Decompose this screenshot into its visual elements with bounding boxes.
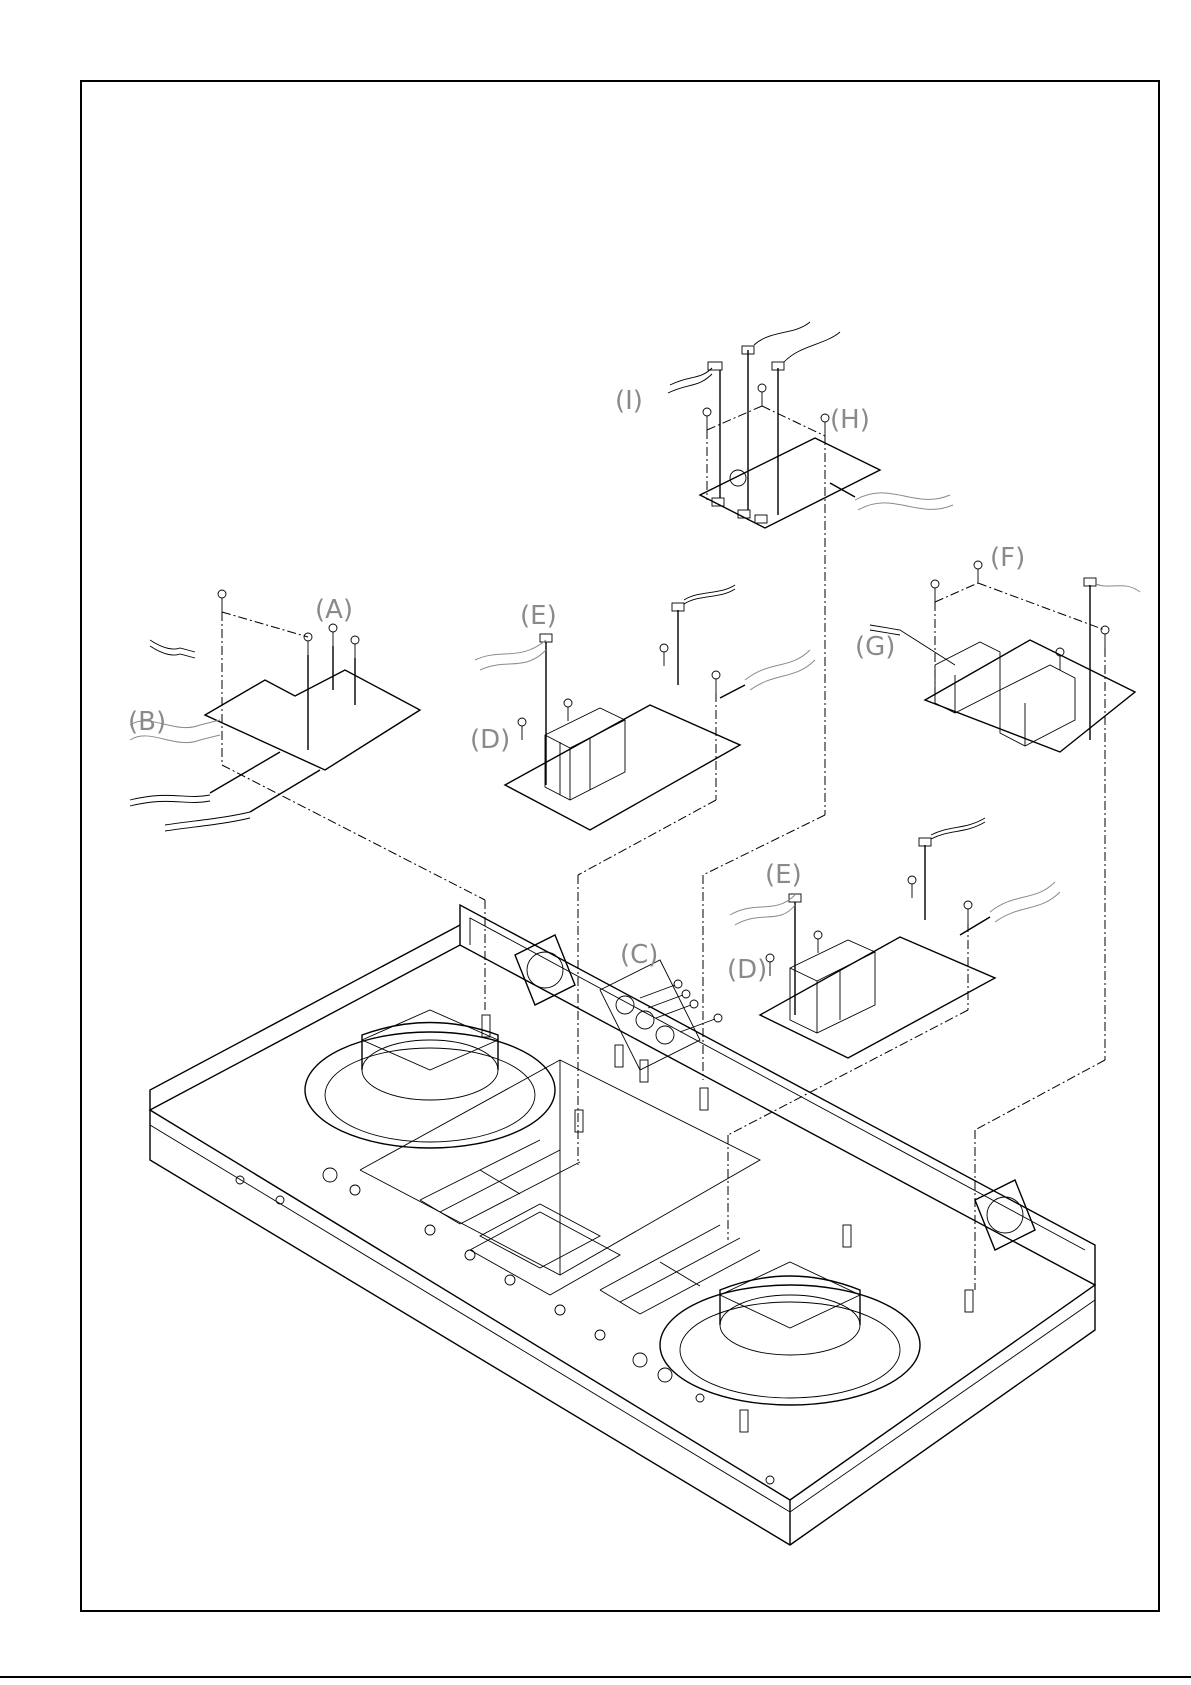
rear-fan-right <box>975 1180 1035 1250</box>
callout-g: (G) <box>855 632 895 662</box>
left-transformer <box>305 1010 555 1148</box>
callout-c: (C) <box>620 940 658 970</box>
callout-f: (F) <box>990 543 1025 573</box>
right-transformer <box>660 1262 920 1405</box>
board-d-e-left <box>475 585 815 1165</box>
callout-d-right: (D) <box>727 955 767 985</box>
callout-e-right: (E) <box>765 860 802 890</box>
callout-i: (I) <box>615 386 643 416</box>
board-a <box>130 590 485 1010</box>
callout-h: (H) <box>830 405 870 435</box>
board-f <box>870 561 1140 1290</box>
callout-e-left: (E) <box>520 601 557 631</box>
callout-a: (A) <box>315 595 353 625</box>
callout-d-left: (D) <box>470 725 510 755</box>
page-bottom-rule <box>0 1676 1191 1678</box>
callout-b: (B) <box>128 707 166 737</box>
screws-c <box>640 980 722 1032</box>
